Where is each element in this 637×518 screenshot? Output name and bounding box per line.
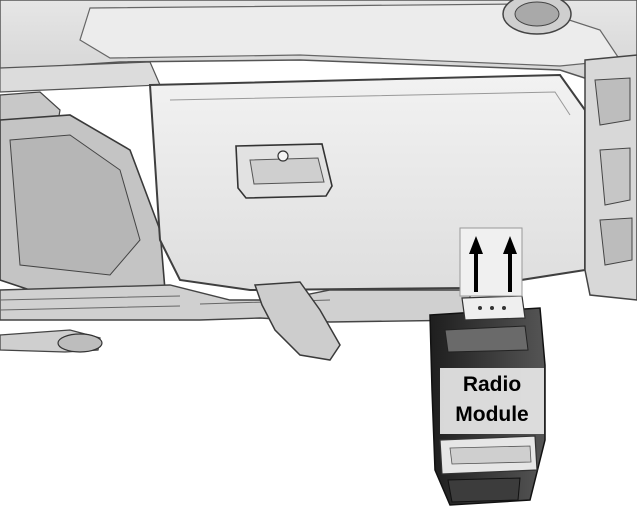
arrow-highlight-box [459, 227, 523, 297]
radio-module-label: Radio Module [442, 370, 542, 430]
callout-line-1: Radio [462, 373, 522, 396]
air-duct [253, 281, 341, 361]
up-arrow-icon [469, 236, 483, 292]
wiring-harness [0, 284, 471, 323]
callout-line-2: Module [455, 403, 529, 426]
up-arrow-icon [503, 236, 517, 292]
glovebox-latch-icon [235, 143, 333, 199]
dash-ridge [0, 61, 161, 93]
callout-background [440, 368, 544, 434]
